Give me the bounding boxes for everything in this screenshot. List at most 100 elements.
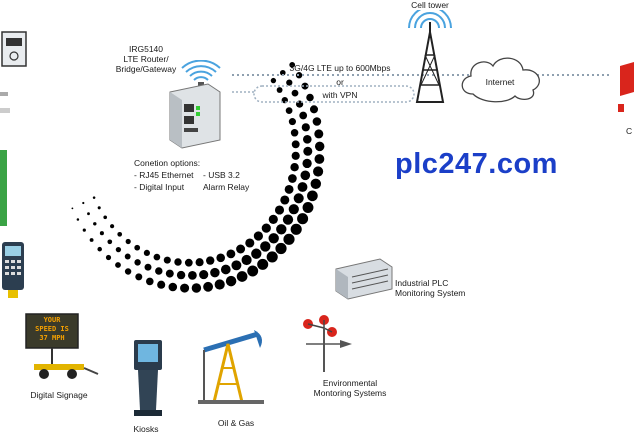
arc-dot [302, 158, 312, 169]
watermark-text: plc247.com [395, 148, 558, 180]
kiosk-icon [134, 340, 162, 416]
arc-dot [303, 146, 313, 156]
environmental-label-line1: Environmental [322, 378, 378, 388]
arc-dot [87, 212, 90, 216]
arc-dot [115, 246, 122, 253]
arc-dot [297, 213, 309, 225]
link-speed-label: 3G/4G LTE up to 600Mbps [289, 63, 391, 73]
arc-dot [306, 93, 314, 102]
arc-dot [299, 111, 308, 120]
arc-dot [314, 154, 325, 164]
arc-dot [310, 178, 322, 190]
arc-dot [314, 141, 325, 152]
connection-option-rj45: - RJ45 Ethernet [134, 170, 194, 180]
arc-dot [279, 69, 286, 76]
arc-dot [124, 253, 131, 260]
arc-dot [257, 258, 269, 270]
arc-dot [157, 280, 166, 289]
arc-dot [180, 283, 190, 293]
arc-dot [146, 277, 154, 286]
green-panel-icon [0, 150, 7, 226]
arc-dot [124, 268, 132, 275]
plc-label-line1: Industrial PLC [395, 278, 449, 288]
arc-dot [282, 214, 294, 225]
arc-dot [297, 182, 308, 192]
arc-dot [226, 249, 236, 259]
arc-dot [135, 273, 143, 281]
signage-line3: 37 MPH [39, 334, 65, 342]
arc-dot [163, 256, 171, 264]
arc-dot [199, 270, 209, 280]
arc-dot [288, 174, 297, 183]
arc-dot [266, 251, 278, 263]
arc-dot [134, 259, 141, 266]
arc-dot [291, 140, 300, 149]
arc-dot [289, 62, 296, 68]
arc-dot [236, 244, 246, 254]
arc-dot [82, 201, 85, 205]
arc-dot [231, 260, 242, 271]
arc-dot [291, 151, 300, 160]
arc-dot [241, 254, 252, 266]
environmental-label: Environmental Montoring Systems [300, 378, 400, 398]
router-device [160, 59, 230, 155]
right-edge-label: C [626, 126, 633, 136]
arc-dot [174, 258, 182, 266]
arc-dot [153, 253, 161, 261]
arc-dot [301, 123, 310, 132]
environmental-label-line2: Montoring Systems [313, 388, 387, 398]
arc-dot [245, 238, 255, 248]
signage-trailer-icon [25, 313, 99, 379]
router-model: IRG5140 [128, 44, 164, 54]
arc-dot [312, 117, 322, 126]
arc-dot [143, 249, 150, 256]
arc-dot [290, 162, 299, 172]
router-title-line1: LTE Router/ [123, 54, 169, 64]
arc-dot [97, 206, 101, 210]
arc-dot [236, 271, 248, 282]
oil-pump-icon [198, 330, 264, 404]
arc-dot [276, 87, 283, 93]
connection-option-alarm-relay: Alarm Relay [203, 182, 250, 192]
arc-dot [314, 129, 324, 139]
arc-dot [105, 254, 112, 261]
arc-dot [176, 270, 186, 280]
payment-terminal-icon [2, 242, 24, 298]
connection-options-heading: Conetion options: [134, 158, 201, 168]
arc-dot [216, 253, 226, 263]
internet-cloud-icon [461, 57, 540, 103]
arc-dot [144, 263, 152, 271]
arc-dot [191, 283, 202, 293]
arc-dot [313, 166, 324, 177]
plc-label-line2: Monitoring System [395, 288, 466, 298]
router-icon [169, 59, 221, 149]
arc-dot [251, 248, 262, 259]
arc-dot [203, 281, 214, 292]
arc-dot [89, 238, 94, 242]
arc-dot [275, 242, 287, 255]
arc-dot [285, 107, 293, 114]
digital-signage-device: YOUR SPEED IS 37 MPH [20, 312, 100, 382]
arc-dot [125, 238, 131, 245]
arc-dot [270, 77, 277, 84]
right-edge-device-icon [618, 62, 634, 112]
edge-device-icon [0, 92, 10, 113]
arc-dot [302, 134, 312, 144]
arc-dot [165, 269, 174, 278]
arc-dot [99, 231, 104, 236]
arc-dot [280, 195, 290, 205]
arc-dot [268, 214, 278, 224]
arc-dot [293, 193, 304, 204]
cell-tower-icon [408, 10, 452, 103]
arc-dot [284, 184, 294, 194]
arc-dot [260, 241, 271, 252]
arc-dot [276, 224, 287, 235]
arc-dot [290, 223, 302, 235]
digital-signage-label: Digital Signage [30, 390, 88, 400]
connection-option-usb: - USB 3.2 [203, 170, 240, 180]
plc-device-icon [335, 258, 393, 300]
arc-dot [103, 215, 108, 220]
arc-dot [82, 228, 86, 232]
arc-dot [261, 223, 271, 233]
arc-dot [134, 244, 141, 251]
